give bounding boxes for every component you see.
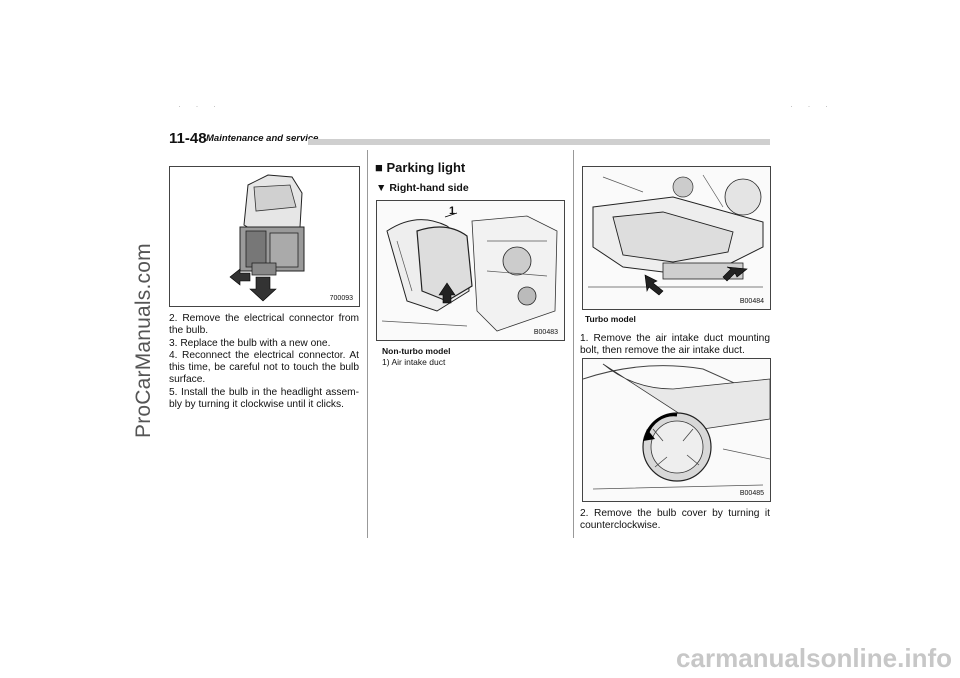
- step-1-text: 1. Remove the air intake duct mounting b…: [580, 333, 770, 357]
- step-text: 3. Replace the bulb with a new one.: [169, 337, 331, 349]
- caption-title: Non-turbo model: [382, 346, 451, 356]
- left-steps: 2. Remove the electrical connector from …: [169, 313, 359, 411]
- caption-item: 1) Air intake duct: [382, 357, 446, 367]
- column-divider-left: [367, 150, 368, 538]
- callout-number: 1: [449, 205, 456, 217]
- section-title: Maintenance and service: [206, 133, 319, 144]
- right-hand-side-subheading: ▼ Right-hand side: [376, 182, 469, 194]
- headlight-bulb-figure: 700093: [169, 166, 360, 307]
- header-rule: [308, 139, 770, 145]
- subheading-text: Right-hand side: [389, 182, 469, 194]
- page-number: 11-48: [169, 130, 207, 147]
- side-watermark: ProCarManuals.com: [132, 243, 155, 438]
- subheading-marker: ▼: [376, 182, 387, 194]
- parking-light-heading: ■ Parking light: [375, 160, 465, 175]
- air-intake-duct-figure: 1 B00483: [376, 200, 565, 341]
- heading-marker: ■: [375, 160, 383, 175]
- bulb-cover-figure: B00485: [582, 358, 771, 502]
- figure-code: 700093: [329, 295, 353, 302]
- turbo-model-figure: B00484: [582, 166, 771, 310]
- turbo-model-caption: Turbo model: [585, 314, 636, 324]
- figure-code: B00483: [533, 329, 558, 336]
- step-text: 4. Reconnect the electrical connector. A…: [169, 349, 359, 386]
- bottom-watermark: carmanualsonline.info: [676, 643, 952, 673]
- corner-dots-left: · · ·: [178, 101, 222, 111]
- figure-code: B00484: [739, 298, 764, 305]
- step-text: 2. Remove the electrical connector from …: [169, 313, 359, 337]
- step-text: 5. Install the bulb in the headlight ass…: [169, 386, 359, 411]
- step-2-text: 2. Remove the bulb cover by turning it c…: [580, 508, 770, 532]
- corner-dots-right: · · ·: [790, 101, 834, 111]
- column-divider-right: [573, 150, 574, 538]
- figure-code: B00485: [739, 490, 764, 497]
- heading-text: Parking light: [386, 160, 466, 175]
